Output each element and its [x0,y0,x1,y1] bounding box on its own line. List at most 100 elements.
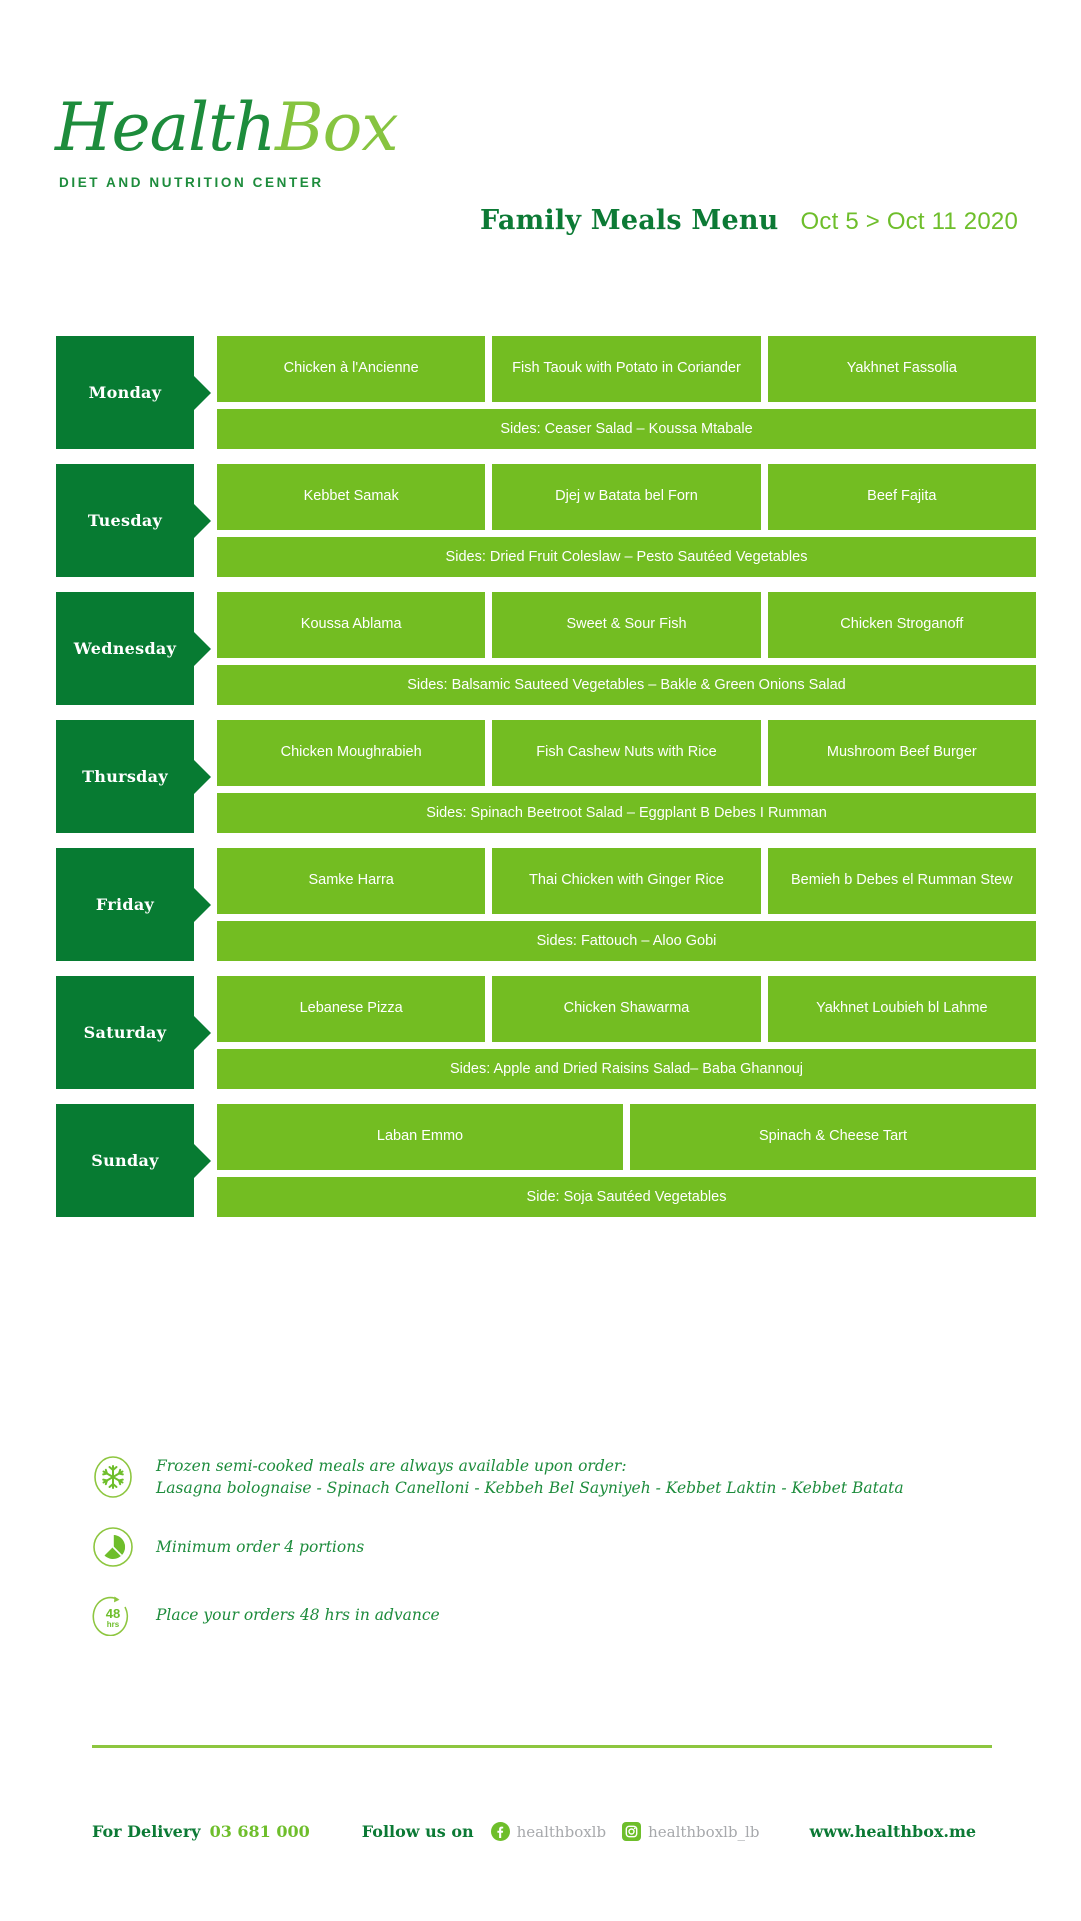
day-label-thursday: Thursday [56,720,211,833]
delivery-label: For Delivery [92,1822,201,1841]
meal-card[interactable]: Samke Harra [217,848,486,914]
meal-card[interactable]: Laban Emmo [217,1104,623,1170]
page-footer: For Delivery 03 681 000 Follow us on hea… [0,1822,1081,1841]
delivery-phone[interactable]: 03 681 000 [209,1822,310,1841]
instagram-link[interactable]: healthboxlb_lb [622,1822,759,1841]
logo-wordmark: HealthBox [55,95,399,161]
sides-bar: Side: Soja Sautéed Vegetables [217,1177,1036,1217]
page-title-block: Family Meals Menu Oct 5 > Oct 11 2020 [480,205,1018,236]
meal-card[interactable]: Bemieh b Debes el Rumman Stew [767,848,1036,914]
day-label-text: Tuesday [87,511,163,530]
footer-divider [92,1745,992,1748]
meal-card[interactable]: Yakhnet Fassolia [767,336,1036,402]
meal-card[interactable]: Fish Taouk with Potato in Coriander [492,336,761,402]
day-label-text: Wednesday [73,639,177,658]
sides-bar: Sides: Fattouch – Aloo Gobi [217,921,1036,961]
day-label-saturday: Saturday [56,976,211,1089]
day-label-text: Sunday [91,1151,159,1170]
meal-card[interactable]: Djej w Batata bel Forn [492,464,761,530]
meal-card[interactable]: Beef Fajita [767,464,1036,530]
meal-card[interactable]: Koussa Ablama [217,592,486,658]
day-label-arrow-icon [194,1015,211,1050]
day-label-sunday: Sunday [56,1104,211,1217]
note-text: Frozen semi-cooked meals are always avai… [156,1455,904,1500]
day-label-arrow-icon [194,1143,211,1178]
meal-card[interactable]: Chicken Stroganoff [767,592,1036,658]
facebook-handle: healthboxlb [516,1822,607,1841]
meal-card[interactable]: Chicken à l'Ancienne [217,336,486,402]
meal-card[interactable]: Chicken Shawarma [492,976,761,1042]
meal-card[interactable]: Kebbet Samak [217,464,486,530]
logo-text-health: Health [55,89,276,166]
note-line: Lasagna bolognaise - Spinach Canelloni -… [156,1479,904,1498]
brand-logo: HealthBox DIET AND NUTRITION CENTER [55,95,399,191]
follow-label: Follow us on [361,1822,474,1841]
note-item: Minimum order 4 portions [0,1526,1081,1568]
sides-bar: Sides: Ceaser Salad – Koussa Mtabale [217,409,1036,449]
website-link[interactable]: www.healthbox.me [809,1822,977,1841]
day-label-arrow-icon [194,887,211,922]
logo-text-box: Box [275,89,398,166]
facebook-link[interactable]: healthboxlb [490,1822,607,1841]
note-text: Place your orders 48 hrs in advance [156,1604,440,1626]
page-title: Family Meals Menu [480,205,779,236]
note-line: Minimum order 4 portions [156,1537,365,1556]
svg-text:hrs: hrs [107,1620,120,1629]
svg-text:48: 48 [106,1606,120,1621]
meal-card[interactable]: Spinach & Cheese Tart [630,1104,1036,1170]
day-label-arrow-icon [194,503,211,538]
instagram-handle: healthboxlb_lb [648,1822,760,1841]
meal-card[interactable]: Sweet & Sour Fish [492,592,761,658]
note-line: Frozen semi-cooked meals are always avai… [156,1457,627,1475]
meal-card[interactable]: Chicken Moughrabieh [217,720,486,786]
meal-card[interactable]: Mushroom Beef Burger [767,720,1036,786]
menu-date-range: Oct 5 > Oct 11 2020 [800,208,1018,235]
day-label-wednesday: Wednesday [56,592,211,705]
day-label-text: Thursday [82,767,168,786]
notes-section: Frozen semi-cooked meals are always avai… [0,1455,1081,1662]
meal-card[interactable]: Thai Chicken with Ginger Rice [492,848,761,914]
facebook-icon [490,1822,510,1841]
day-label-arrow-icon [194,631,211,666]
pie-chart-icon [92,1526,134,1568]
instagram-icon [622,1822,642,1841]
logo-tagline: DIET AND NUTRITION CENTER [59,175,324,190]
sides-bar: Sides: Spinach Beetroot Salad – Eggplant… [217,793,1036,833]
day-label-text: Friday [95,895,155,914]
meal-card[interactable]: Fish Cashew Nuts with Rice [492,720,761,786]
note-text: Minimum order 4 portions [156,1536,364,1558]
day-label-text: Saturday [83,1023,167,1042]
day-label-tuesday: Tuesday [56,464,211,577]
page-header: HealthBox DIET AND NUTRITION CENTER Fami… [0,0,1081,300]
meal-card[interactable]: Lebanese Pizza [217,976,486,1042]
sides-bar: Sides: Dried Fruit Coleslaw – Pesto Saut… [217,537,1036,577]
meal-card[interactable]: Yakhnet Loubieh bl Lahme [767,976,1036,1042]
sides-bar: Sides: Balsamic Sauteed Vegetables – Bak… [217,665,1036,705]
day-label-text: Monday [88,383,162,402]
note-line: Place your orders 48 hrs in advance [156,1605,440,1624]
sides-bar: Sides: Apple and Dried Raisins Salad– Ba… [217,1049,1036,1089]
